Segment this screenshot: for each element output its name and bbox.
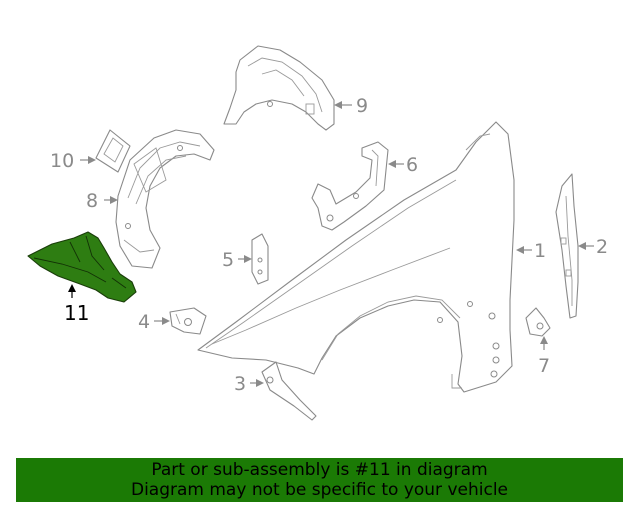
part-11-splash-shield — [27, 231, 137, 303]
parts-diagram: 9 10 8 6 5 1 2 4 7 3 11 — [27, 45, 608, 421]
info-banner: Part or sub-assembly is #11 in diagram D… — [16, 458, 623, 502]
callout-7: 7 — [538, 355, 550, 377]
part-4-bracket — [169, 307, 207, 335]
part-7-clip — [525, 307, 551, 337]
callout-11: 11 — [64, 301, 89, 325]
callout-labels: 9 10 8 6 5 1 2 4 7 3 11 — [50, 95, 608, 395]
leader-lines — [68, 101, 594, 387]
callout-10: 10 — [50, 150, 74, 172]
part-3-bracket — [261, 361, 317, 421]
callout-8: 8 — [86, 190, 98, 212]
part-5-bracket — [251, 233, 269, 285]
part-10-plate — [95, 129, 131, 173]
callout-5: 5 — [222, 249, 234, 271]
part-9-upper-liner — [223, 45, 335, 131]
callout-1: 1 — [534, 240, 546, 262]
banner-line-2: Diagram may not be specific to your vehi… — [130, 480, 508, 500]
callout-9: 9 — [356, 95, 368, 117]
callout-4: 4 — [138, 311, 150, 333]
part-2-seal — [555, 173, 579, 319]
banner-line-1: Part or sub-assembly is #11 in diagram — [151, 460, 488, 480]
part-8-wheel-liner — [115, 129, 215, 269]
part-1-fender — [197, 121, 515, 393]
callout-2: 2 — [596, 236, 608, 258]
callout-6: 6 — [406, 154, 418, 176]
callout-3: 3 — [234, 373, 246, 395]
part-6-bracket — [311, 141, 389, 231]
